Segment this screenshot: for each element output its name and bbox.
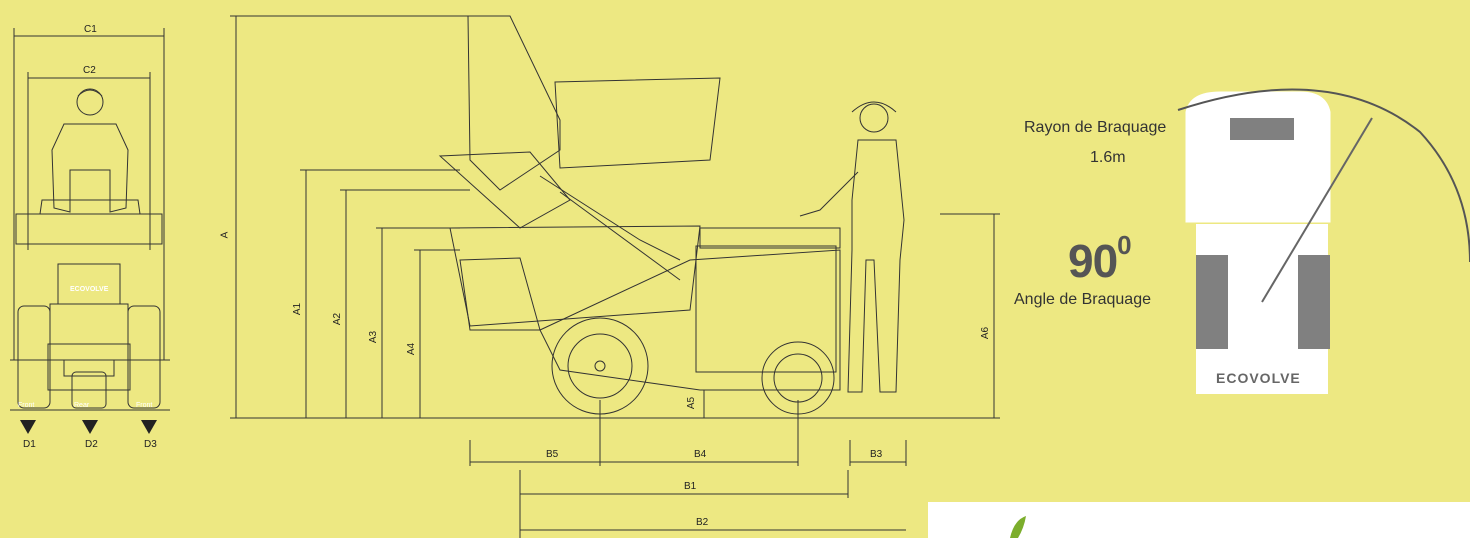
seat-block — [1230, 118, 1294, 140]
turning-brand-label: ECOVOLVE — [1216, 370, 1301, 386]
dim-b3: B3 — [870, 449, 883, 460]
dim-b5: B5 — [546, 449, 559, 460]
dim-a6: A6 — [980, 326, 992, 340]
dim-a4: A4 — [406, 342, 418, 356]
marker-label-d2: D2 — [85, 439, 98, 450]
left-wheel-block — [1196, 255, 1228, 349]
turning-angle-label: Angle de Braquage — [1014, 291, 1151, 308]
radius-line — [1261, 117, 1373, 303]
label-front-right: Front — [136, 402, 153, 409]
dim-a1: A1 — [292, 302, 304, 316]
marker-label-d3: D3 — [144, 439, 157, 450]
footer-panel — [928, 502, 1470, 538]
dim-b1: B1 — [684, 481, 697, 492]
turning-diagram — [1177, 88, 1470, 394]
turning-radius-value: 1.6m — [1090, 149, 1126, 166]
label-rear: Rear — [74, 402, 90, 409]
turning-radius-label: Rayon de Braquage — [1024, 119, 1167, 136]
dim-b2: B2 — [696, 517, 709, 528]
turning-arc — [1177, 88, 1470, 263]
side-view-drawing — [230, 15, 1000, 538]
dim-a5: A5 — [686, 396, 698, 410]
dim-a3: A3 — [368, 330, 380, 344]
front-view-drawing — [10, 28, 170, 411]
turning-angle: 900 — [1068, 230, 1132, 288]
dim-c1: C1 — [84, 24, 97, 35]
marker-d2 — [82, 420, 98, 434]
dim-a2: A2 — [332, 312, 344, 326]
front-brand-label: ECOVOLVE — [70, 286, 109, 293]
turning-angle-number: 90 — [1068, 235, 1118, 287]
dim-a: A — [219, 231, 231, 239]
marker-d1 — [20, 420, 36, 434]
label-front-left: Front — [18, 402, 35, 409]
marker-d3 — [141, 420, 157, 434]
right-wheel-block — [1298, 255, 1330, 349]
dim-c2: C2 — [83, 65, 96, 76]
marker-label-d1: D1 — [23, 439, 36, 450]
turning-angle-degree: 0 — [1117, 230, 1132, 260]
dim-b4: B4 — [694, 449, 707, 460]
leaf-logo — [1010, 516, 1026, 538]
position-markers — [20, 420, 157, 434]
